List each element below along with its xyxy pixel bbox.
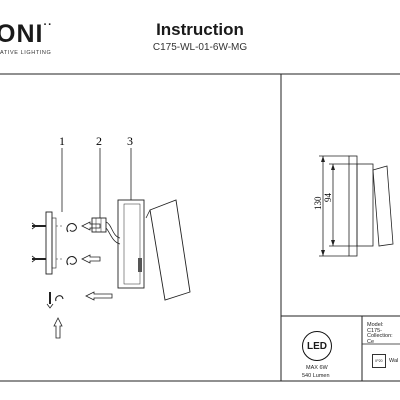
dimension-diagram: 130 94 <box>313 155 394 257</box>
led-badge: LED <box>302 331 332 361</box>
lumen-output: 540 Lumen <box>302 373 330 379</box>
arrow-lower-icon <box>85 291 113 301</box>
callout-3: 3 <box>127 134 133 148</box>
arrow-upper-icon <box>81 221 101 231</box>
arrow-up-icon <box>53 317 63 339</box>
screw-bottom-icon <box>46 292 54 309</box>
logo-dots-icon: ·· <box>43 19 53 31</box>
brand-name: ONI <box>0 20 44 48</box>
model-label: Model: C175- <box>367 322 384 334</box>
dim-height-outer: 130 <box>313 196 323 210</box>
side-backplate <box>348 155 358 257</box>
max-power: MAX 6W <box>306 365 328 371</box>
page-title: Instruction <box>156 20 244 39</box>
wall-plug-lower-icon <box>66 256 77 266</box>
arrow-middle-icon <box>81 254 101 264</box>
wall-plug-upper-icon <box>66 223 77 233</box>
side-head <box>372 165 394 247</box>
mounting-plate <box>45 211 53 275</box>
dim-height-inner: 94 <box>323 193 333 203</box>
mounting-plate-edge <box>51 217 57 269</box>
ip-rating-icon: IP20 <box>372 354 386 368</box>
collection-label: Collection: Ce <box>367 333 393 345</box>
installation-diagram: 1 2 3 <box>31 134 191 339</box>
terminal-connector <box>91 217 121 245</box>
wall-fixture <box>117 199 191 301</box>
side-body <box>356 163 374 247</box>
screw-upper-icon <box>31 222 46 230</box>
callout-1: 1 <box>59 134 65 148</box>
wall-label: Wal <box>389 358 399 364</box>
brand-tagline: ATIVE LIGHTING <box>0 50 52 56</box>
brand-logo: ONI·· <box>0 19 53 48</box>
screw-lower-icon <box>31 255 46 263</box>
product-code: C175-WL-01-6W-MG <box>152 42 248 53</box>
callout-2: 2 <box>96 134 102 148</box>
wall-plug-bottom-icon <box>55 295 64 302</box>
